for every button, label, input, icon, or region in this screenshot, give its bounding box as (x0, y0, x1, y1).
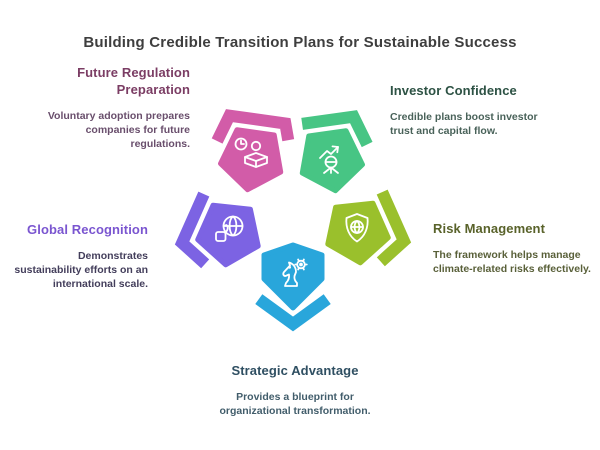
pentagon-investor-confidence (299, 128, 365, 194)
band-future-regulation (211, 109, 295, 144)
body-strategic-advantage: Provides a blueprint for organizational … (219, 391, 371, 417)
body-investor-confidence: Credible plans boost investor trust and … (390, 111, 538, 137)
band-strategic-advantage (255, 294, 331, 332)
book-reader-icon (234, 137, 268, 168)
shield-globe-icon (345, 213, 369, 243)
heading-risk-management: Risk Management (433, 221, 546, 236)
chess-knight-gear-icon (282, 258, 308, 287)
heading-investor-confidence: Investor Confidence (390, 83, 517, 98)
band-global-recognition (174, 191, 210, 269)
label-future-regulation: Future Regulation Preparation Voluntary … (40, 64, 190, 151)
pentagon-strategic-advantage (261, 242, 325, 311)
heading-future-regulation: Future Regulation Preparation (77, 65, 190, 97)
pentagon-future-regulation (218, 127, 284, 193)
band-risk-management (376, 189, 412, 267)
band-investor-confidence (301, 110, 373, 148)
unit-strategic-advantage (255, 242, 331, 332)
unit-risk-management (325, 189, 412, 267)
label-global-recognition: Global Recognition Demonstrates sustaina… (13, 221, 148, 291)
label-strategic-advantage: Strategic Advantage Provides a blueprint… (205, 362, 385, 418)
body-global-recognition: Demonstrates sustainability efforts on a… (14, 250, 148, 290)
unit-future-regulation (211, 109, 295, 193)
unit-global-recognition (174, 191, 261, 269)
body-future-regulation: Voluntary adoption prepares companies fo… (47, 110, 190, 150)
heading-strategic-advantage: Strategic Advantage (231, 363, 359, 378)
page-title: Building Credible Transition Plans for S… (83, 34, 517, 51)
growth-chart-icon (319, 145, 339, 174)
unit-investor-confidence (299, 110, 373, 194)
globe-thumbs-up-icon (215, 215, 244, 242)
label-investor-confidence: Investor Confidence Credible plans boost… (390, 82, 550, 138)
label-risk-management: Risk Management The framework helps mana… (433, 220, 600, 276)
heading-global-recognition: Global Recognition (27, 222, 148, 237)
body-risk-management: The framework helps manage climate-relat… (433, 249, 591, 275)
